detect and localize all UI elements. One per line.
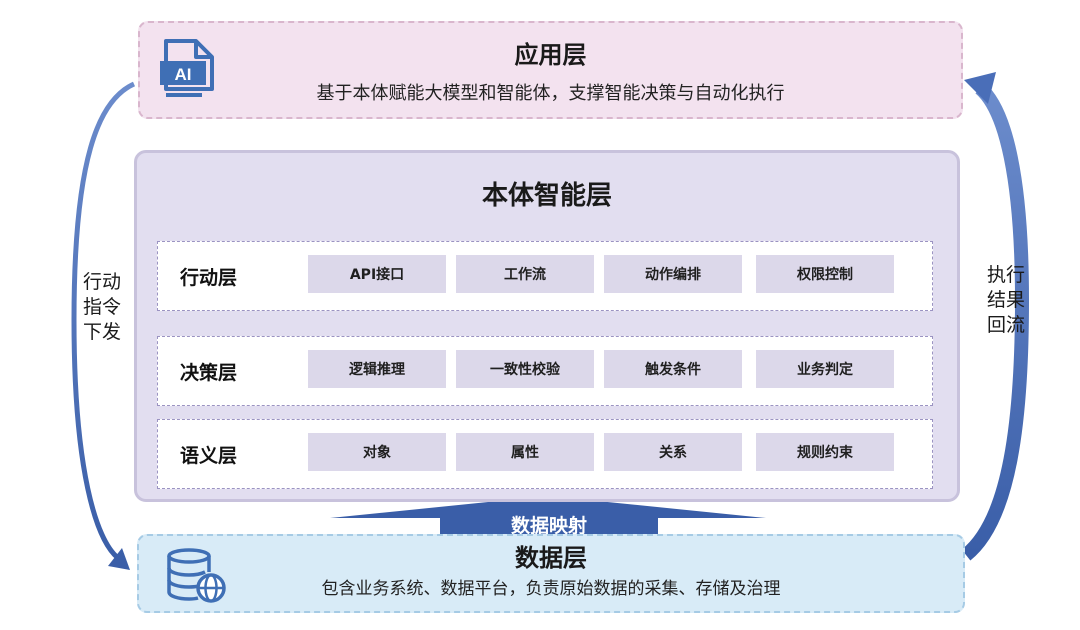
database-globe-icon xyxy=(167,548,226,603)
chip: 权限控制 xyxy=(756,255,894,293)
chip: 对象 xyxy=(308,433,446,471)
action-layer: 行动层 API接口 工作流 动作编排 权限控制 xyxy=(157,241,933,311)
application-layer-title: 应用层 xyxy=(514,41,587,69)
left-flow-line: 行动 xyxy=(82,271,121,293)
sub-layer-name: 决策层 xyxy=(180,361,238,384)
chip: 触发条件 xyxy=(604,350,742,388)
left-flow-line: 指令 xyxy=(82,296,121,318)
data-layer: 数据层 包含业务系统、数据平台，负责原始数据的采集、存储及治理 xyxy=(137,534,965,613)
data-mapping-label: 数据映射 xyxy=(510,514,587,537)
chip: 工作流 xyxy=(456,255,594,293)
right-flow-line: 执行 xyxy=(986,264,1025,286)
sub-layer-name: 行动层 xyxy=(180,266,238,289)
ai-icon-text: AI xyxy=(175,65,192,84)
ontology-layer-title: 本体智能层 xyxy=(481,181,612,211)
right-flow-line: 回流 xyxy=(986,314,1025,336)
chip: 属性 xyxy=(456,433,594,471)
chip: API接口 xyxy=(308,255,446,293)
chip: 一致性校验 xyxy=(456,350,594,388)
right-flow-label: 执行 结果 回流 xyxy=(986,263,1026,338)
data-layer-description: 包含业务系统、数据平台，负责原始数据的采集、存储及治理 xyxy=(321,579,781,599)
chip: 业务判定 xyxy=(756,350,894,388)
ai-document-icon: AI xyxy=(160,39,214,97)
chip: 逻辑推理 xyxy=(308,350,446,388)
right-flow-line: 结果 xyxy=(986,289,1025,311)
ontology-layer: 本体智能层 行动层 API接口 工作流 动作编排 权限控制 决策层 逻辑推理 一… xyxy=(134,150,960,502)
left-flow-label: 行动 指令 下发 xyxy=(82,270,122,345)
sub-layer-name: 语义层 xyxy=(180,444,238,467)
chip: 关系 xyxy=(604,433,742,471)
left-flow-line: 下发 xyxy=(82,321,121,343)
decision-layer: 决策层 逻辑推理 一致性校验 触发条件 业务判定 xyxy=(157,336,933,406)
chip: 动作编排 xyxy=(604,255,742,293)
chip: 规则约束 xyxy=(756,433,894,471)
data-layer-title: 数据层 xyxy=(515,544,587,572)
semantic-layer: 语义层 对象 属性 关系 规则约束 xyxy=(157,419,933,489)
application-layer-description: 基于本体赋能大模型和智能体，支撑智能决策与自动化执行 xyxy=(316,83,785,104)
application-layer: AI 应用层 基于本体赋能大模型和智能体，支撑智能决策与自动化执行 xyxy=(138,21,963,119)
